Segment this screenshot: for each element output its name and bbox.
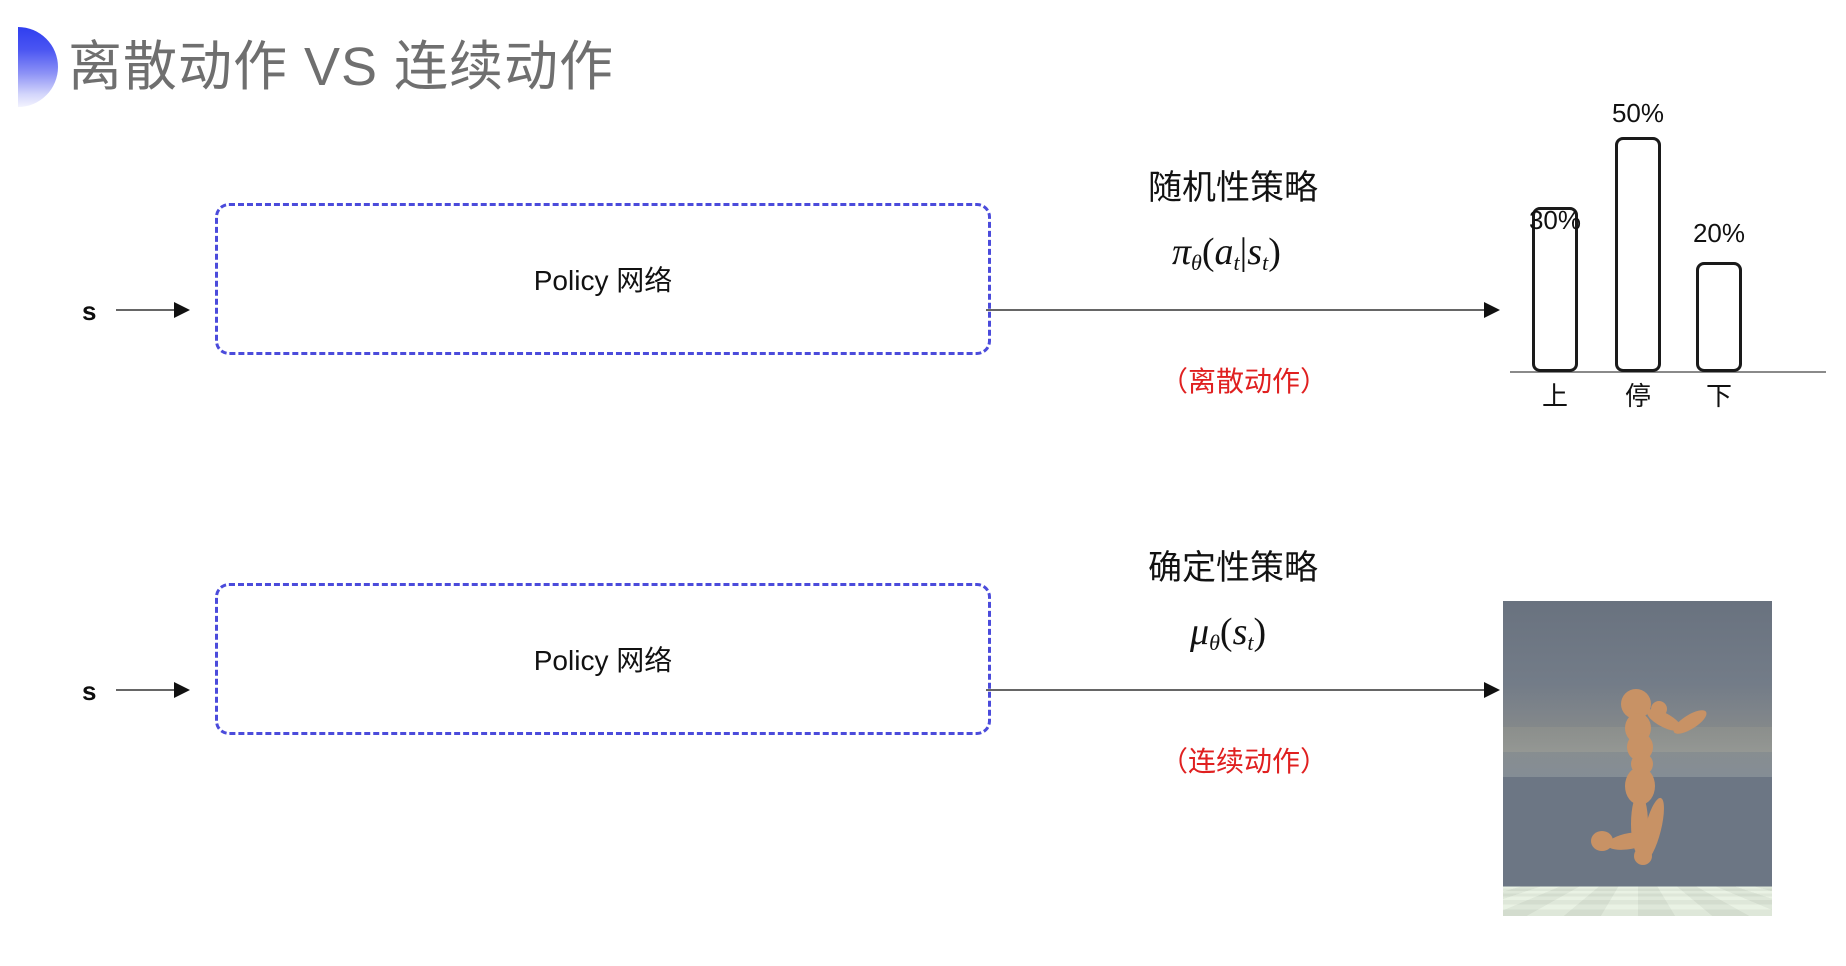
formula-conditional-bar: | <box>1239 231 1248 273</box>
bar-value-down: 20% <box>1692 218 1746 248</box>
formula-state-symbol: s <box>1247 231 1263 273</box>
formula-action-subscript: t <box>1233 250 1240 276</box>
bar-stop <box>1615 137 1661 372</box>
formula-close-paren-2: ) <box>1253 611 1267 653</box>
action-probability-bar-chart: 30% 上 50% 停 20% 下 <box>1490 95 1846 415</box>
policy-network-label-continuous: Policy 网络 <box>533 645 673 676</box>
page-title: 离散动作 VS 连续动作 <box>68 37 615 97</box>
bar-up <box>1532 207 1578 372</box>
formula-pi-symbol: π <box>1172 231 1192 273</box>
bar-down <box>1696 262 1742 372</box>
formula-open-paren: ( <box>1201 231 1215 273</box>
input-arrow-continuous <box>116 682 190 698</box>
formula-mu-symbol: μ <box>1190 611 1210 653</box>
formula-theta-subscript: θ <box>1191 250 1202 276</box>
simulation-checkerboard-floor <box>1503 886 1772 916</box>
output-arrow-discrete <box>986 302 1500 318</box>
policy-network-box-continuous[interactable]: Policy 网络 <box>215 583 991 735</box>
formula-close-paren: ) <box>1268 231 1281 273</box>
humanoid-simulation-image <box>1503 601 1772 916</box>
action-type-note-discrete: （离散动作） <box>1160 366 1329 397</box>
policy-formula-discrete: πθ(at|st) <box>1172 230 1281 276</box>
humanoid-foot <box>1591 831 1613 851</box>
humanoid-hand <box>1651 701 1667 717</box>
policy-kind-label-discrete: 随机性策略 <box>1148 169 1318 207</box>
bar-value-up: 30% <box>1528 205 1582 235</box>
formula-state-subscript-2: t <box>1247 630 1254 656</box>
output-arrow-continuous <box>986 682 1500 698</box>
title-decoration-icon <box>18 27 58 107</box>
policy-network-box-discrete[interactable]: Policy 网络 <box>215 203 991 355</box>
bar-category-up: 上 <box>1541 381 1568 411</box>
input-arrow-discrete <box>116 302 190 318</box>
bar-value-stop: 50% <box>1611 98 1665 128</box>
policy-formula-continuous: μθ(st) <box>1190 610 1266 656</box>
bar-category-down: 下 <box>1705 381 1732 411</box>
policy-network-label-discrete: Policy 网络 <box>533 265 673 296</box>
action-type-note-continuous: （连续动作） <box>1160 746 1329 777</box>
bar-category-stop: 停 <box>1624 381 1651 411</box>
humanoid-knee <box>1634 847 1652 865</box>
policy-kind-label-continuous: 确定性策略 <box>1148 549 1318 587</box>
formula-open-paren-2: ( <box>1219 611 1233 653</box>
formula-theta-subscript-2: θ <box>1209 630 1220 656</box>
formula-action-symbol: a <box>1214 231 1234 273</box>
formula-state-symbol-2: s <box>1232 611 1248 653</box>
bar-chart-baseline <box>1510 371 1826 373</box>
formula-state-subscript: t <box>1262 250 1269 276</box>
state-input-label-continuous: s <box>82 676 97 706</box>
state-input-label-discrete: s <box>82 296 97 326</box>
